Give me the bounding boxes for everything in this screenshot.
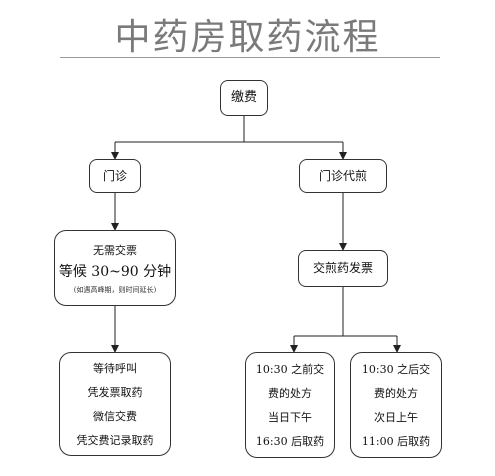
no-ticket-line3: (如遇高峰期，则时间延长) — [73, 285, 157, 294]
no-ticket-node: 无需交票 等候 30~90 分钟 (如遇高峰期，则时间延长) — [54, 230, 176, 306]
after-line3: 次日上午 — [374, 411, 418, 424]
title-divider — [60, 57, 440, 58]
clinic-decoct-label: 门诊代煎 — [318, 168, 367, 183]
before-node: 10:30 之前交 费的处方 当日下午 16:30 后取药 — [245, 352, 335, 458]
wait-call-line2: 凭发票取药 — [87, 386, 143, 399]
hand-in-node: 交煎药发票 — [298, 250, 388, 287]
before-line4: 16:30 后取药 — [255, 435, 325, 448]
before-line1: 10:30 之前交 — [255, 363, 325, 376]
wait-call-line4: 凭交费记录取药 — [76, 434, 154, 447]
before-line3: 当日下午 — [268, 411, 312, 424]
pay-label: 缴费 — [230, 90, 257, 106]
clinic-node: 门诊 — [89, 159, 141, 193]
after-node: 10:30 之后交 费的处方 次日上午 11:00 后取药 — [350, 352, 442, 458]
pay-node: 缴费 — [220, 80, 268, 116]
after-line1: 10:30 之后交 — [361, 363, 431, 376]
no-ticket-line1: 无需交票 — [93, 243, 137, 257]
after-line2: 费的处方 — [374, 387, 418, 400]
wait-call-line3: 微信交费 — [93, 410, 137, 423]
before-line2: 费的处方 — [268, 387, 312, 400]
clinic-decoct-node: 门诊代煎 — [299, 159, 387, 193]
clinic-label: 门诊 — [102, 168, 127, 183]
no-ticket-line2: 等候 30~90 分钟 — [58, 263, 172, 280]
after-line4: 11:00 后取药 — [361, 435, 431, 448]
hand-in-label: 交煎药发票 — [312, 261, 373, 276]
page-title: 中药房取药流程 — [114, 17, 381, 58]
wait-call-line1: 等待呼叫 — [93, 362, 137, 375]
wait-call-node: 等待呼叫 凭发票取药 微信交费 凭交费记录取药 — [59, 352, 171, 456]
